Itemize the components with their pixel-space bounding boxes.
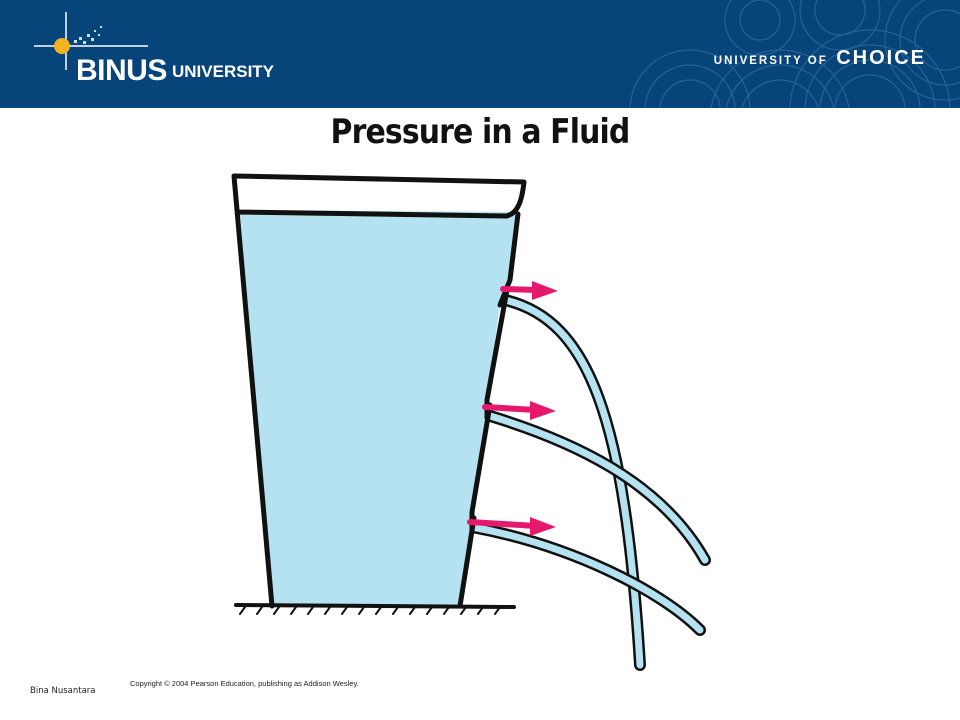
footer-text: Bina Nusantara — [30, 686, 96, 696]
container — [231, 173, 527, 609]
pressure-arrow-middle — [482, 401, 556, 420]
binus-logo: BINUS UNIVERSITY — [28, 10, 288, 100]
tagline-prefix: UNIVERSITY OF — [713, 55, 828, 67]
ground — [234, 603, 516, 615]
container-outline — [231, 173, 527, 609]
tagline: UNIVERSITY OF CHOICE — [714, 47, 926, 70]
pressure-arrow-bottom — [467, 517, 556, 536]
tagline-emphasis: CHOICE — [836, 47, 926, 69]
header-arc-pattern — [629, 0, 960, 108]
container-water — [240, 210, 520, 606]
water-jet-bottom — [466, 521, 706, 636]
water-jets — [466, 294, 711, 671]
copyright-note: Copyright © 2004 Pearson Education, publ… — [130, 679, 359, 688]
slide-title: Pressure in a Fluid — [330, 112, 631, 152]
logo-wordmark-university: UNIVERSITY — [172, 62, 275, 81]
header-bar: BINUS UNIVERSITY UNIVERSITY OF CHOICE — [0, 0, 960, 108]
logo-emblem-icon — [34, 12, 148, 70]
pressure-arrows — [467, 281, 558, 536]
logo-wordmark: BINUS — [76, 54, 167, 87]
pressure-arrow-top — [500, 281, 558, 300]
